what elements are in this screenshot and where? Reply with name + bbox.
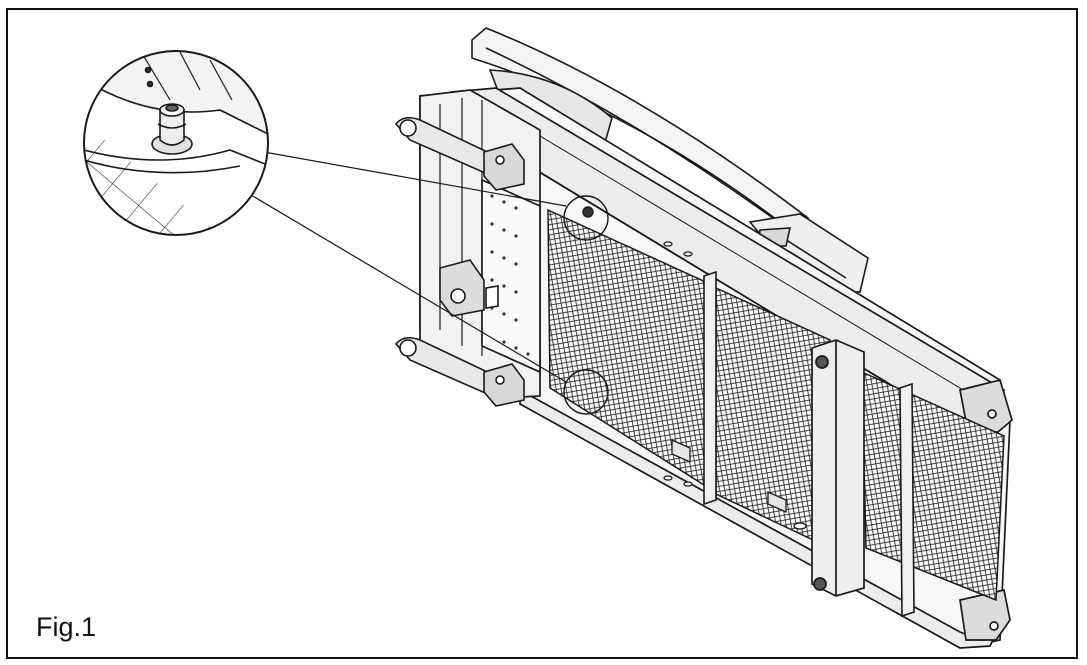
figure-label: Fig.1 <box>36 612 97 642</box>
detail-markers <box>563 195 609 415</box>
callout-lines <box>245 151 567 383</box>
plate-holes <box>490 194 530 356</box>
deck-brackets <box>663 241 807 530</box>
belt-mesh <box>547 208 1005 602</box>
roller-housing <box>811 339 865 597</box>
cross-bars <box>703 270 915 618</box>
rear-wheels <box>394 116 525 407</box>
detail-magnifier <box>83 50 269 236</box>
